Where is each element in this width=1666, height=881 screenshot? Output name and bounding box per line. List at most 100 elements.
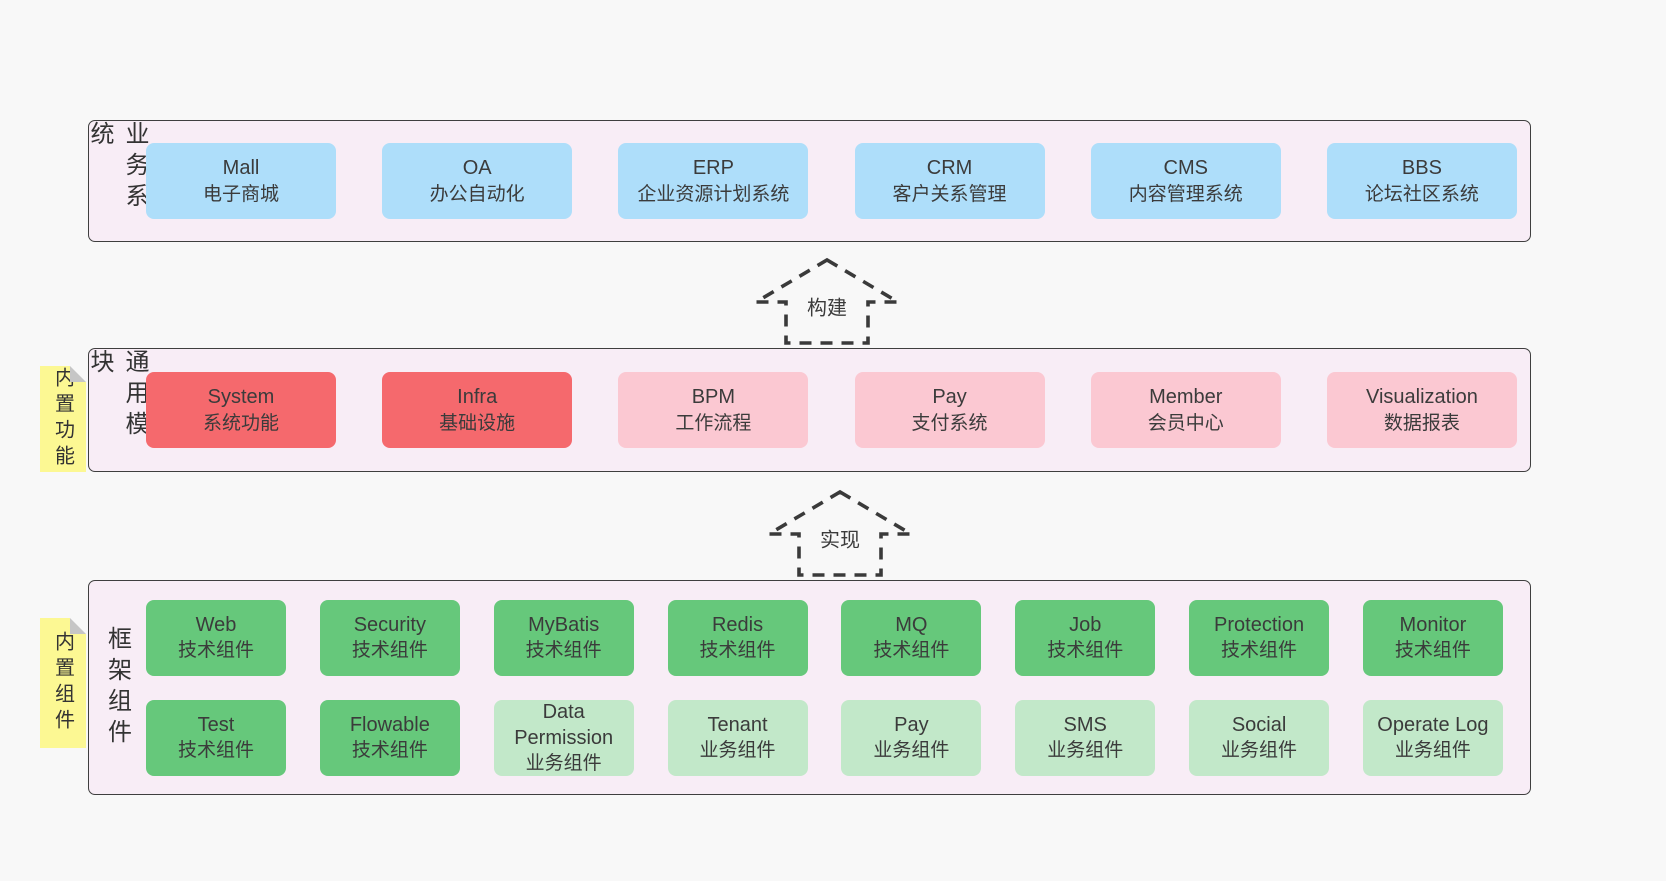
box-title: BPM xyxy=(691,386,736,409)
box-title: Redis xyxy=(711,613,764,636)
box-title: OA xyxy=(462,157,492,180)
box-title: Social xyxy=(1231,713,1287,736)
box-subtitle: 电子商城 xyxy=(202,183,279,205)
implement-arrow-label: 实现 xyxy=(817,522,863,554)
box-bbs: BBS 论坛社区系统 xyxy=(1326,143,1517,219)
box-monitor: Monitor 技术组件 xyxy=(1362,599,1503,676)
box-subtitle: 办公自动化 xyxy=(429,183,525,205)
box-subtitle: 业务组件 xyxy=(699,740,776,762)
band-rows-business-systems: Mall 电子商城 OA 办公自动化 ERP 企业资源计划系统 CRM 客户关系管理 CMS 内容… xyxy=(146,121,1517,241)
box-title: Pay xyxy=(932,386,967,409)
box-subtitle: 基础设施 xyxy=(439,412,516,434)
box-title: ERP xyxy=(692,157,734,180)
box-subtitle: 工作流程 xyxy=(675,412,752,434)
box-subtitle: 技术组件 xyxy=(1047,640,1124,662)
band-label-framework-components: 框架组件 xyxy=(103,625,131,750)
box-subtitle: 内容管理系统 xyxy=(1128,183,1243,205)
box-title: BBS xyxy=(1401,157,1442,180)
box-cms: CMS 内容管理系统 xyxy=(1090,143,1281,219)
box-security: Security 技术组件 xyxy=(319,599,460,676)
box-flowable: Flowable 技术组件 xyxy=(319,699,460,776)
box-tenant: Tenant 业务组件 xyxy=(667,699,808,776)
box-oa: OA 办公自动化 xyxy=(382,143,573,219)
box-subtitle: 技术组件 xyxy=(1221,640,1298,662)
box-title: Security xyxy=(353,613,426,636)
band-common-modules: 通用模块 System 系统功能 Infra 基础设施 BPM 工作流程 Pay 支付系统 Me… xyxy=(86,348,1531,472)
box-subtitle: 技术组件 xyxy=(1394,640,1471,662)
box-sms: SMS 业务组件 xyxy=(1015,699,1156,776)
box-subtitle: 技术组件 xyxy=(351,740,428,762)
build-arrow: 构建 xyxy=(752,256,902,346)
box-title: System xyxy=(207,386,275,409)
box-operate-log: Operate Log 业务组件 xyxy=(1362,699,1503,776)
box-subtitle: 技术组件 xyxy=(525,640,602,662)
build-arrow-label: 构建 xyxy=(804,290,850,322)
dashed-up-arrow-icon xyxy=(752,257,902,345)
box-title: Tenant xyxy=(707,713,768,736)
box-title: Data Permission xyxy=(514,700,614,749)
box-subtitle: 数据报表 xyxy=(1383,412,1460,434)
box-subtitle: 技术组件 xyxy=(177,740,254,762)
box-erp: ERP 企业资源计划系统 xyxy=(618,143,809,219)
sticky-note-builtin-features: 内置功能 xyxy=(40,366,86,472)
box-subtitle: 企业资源计划系统 xyxy=(637,183,790,205)
box-title: Visualization xyxy=(1365,386,1478,409)
box-title: CMS xyxy=(1163,157,1208,180)
box-subtitle: 会员中心 xyxy=(1147,412,1224,434)
box-pay: Pay 支付系统 xyxy=(854,372,1045,448)
box-test: Test 技术组件 xyxy=(146,699,286,776)
box-mq: MQ 技术组件 xyxy=(841,599,982,676)
box-subtitle: 技术组件 xyxy=(873,640,950,662)
box-crm: CRM 客户关系管理 xyxy=(854,143,1045,219)
box-subtitle: 业务组件 xyxy=(873,740,950,762)
box-subtitle: 客户关系管理 xyxy=(892,183,1007,205)
box-subtitle: 支付系统 xyxy=(911,412,988,434)
box-data-permission: Data Permission 业务组件 xyxy=(493,699,634,776)
box-redis: Redis 技术组件 xyxy=(667,599,808,676)
box-title: Infra xyxy=(457,386,498,409)
box-subtitle: 业务组件 xyxy=(1047,740,1124,762)
box-title: CRM xyxy=(926,157,973,180)
box-system: System 系统功能 xyxy=(146,372,336,448)
box-subtitle: 系统功能 xyxy=(202,412,279,434)
box-title: SMS xyxy=(1063,713,1107,736)
band-business-systems: 业务系统 Mall 电子商城 OA 办公自动化 ERP 企业资源计划系统 CRM 客户关系管理… xyxy=(86,120,1531,242)
implement-arrow: 实现 xyxy=(765,488,915,578)
dashed-up-arrow-icon xyxy=(765,489,915,577)
band-label-business-systems: 业务系统 xyxy=(86,121,148,214)
box-subtitle: 业务组件 xyxy=(525,753,602,775)
box-title: MQ xyxy=(895,613,928,636)
box-subtitle: 业务组件 xyxy=(1394,740,1471,762)
box-subtitle: 技术组件 xyxy=(699,640,776,662)
box-title: Job xyxy=(1069,613,1102,636)
band-label-common-modules: 通用模块 xyxy=(86,349,148,442)
box-subtitle: 论坛社区系统 xyxy=(1364,183,1479,205)
box-title: Monitor xyxy=(1399,613,1467,636)
box-job: Job 技术组件 xyxy=(1015,599,1156,676)
box-title: Flowable xyxy=(349,713,430,736)
box-bpm: BPM 工作流程 xyxy=(618,372,809,448)
box-pay: Pay 业务组件 xyxy=(841,699,982,776)
module-row: Mall 电子商城 OA 办公自动化 ERP 企业资源计划系统 CRM 客户关系管理 CMS 内容… xyxy=(146,143,1517,219)
box-social: Social 业务组件 xyxy=(1189,699,1330,776)
sticky-note-builtin-components: 内置组件 xyxy=(40,618,86,748)
box-title: Pay xyxy=(894,713,929,736)
box-subtitle: 技术组件 xyxy=(351,640,428,662)
box-mall: Mall 电子商城 xyxy=(146,143,336,219)
box-title: Operate Log xyxy=(1377,713,1489,736)
box-subtitle: 业务组件 xyxy=(1221,740,1298,762)
box-title: Test xyxy=(197,713,235,736)
box-title: Mall xyxy=(222,157,260,180)
box-subtitle: 技术组件 xyxy=(177,640,254,662)
